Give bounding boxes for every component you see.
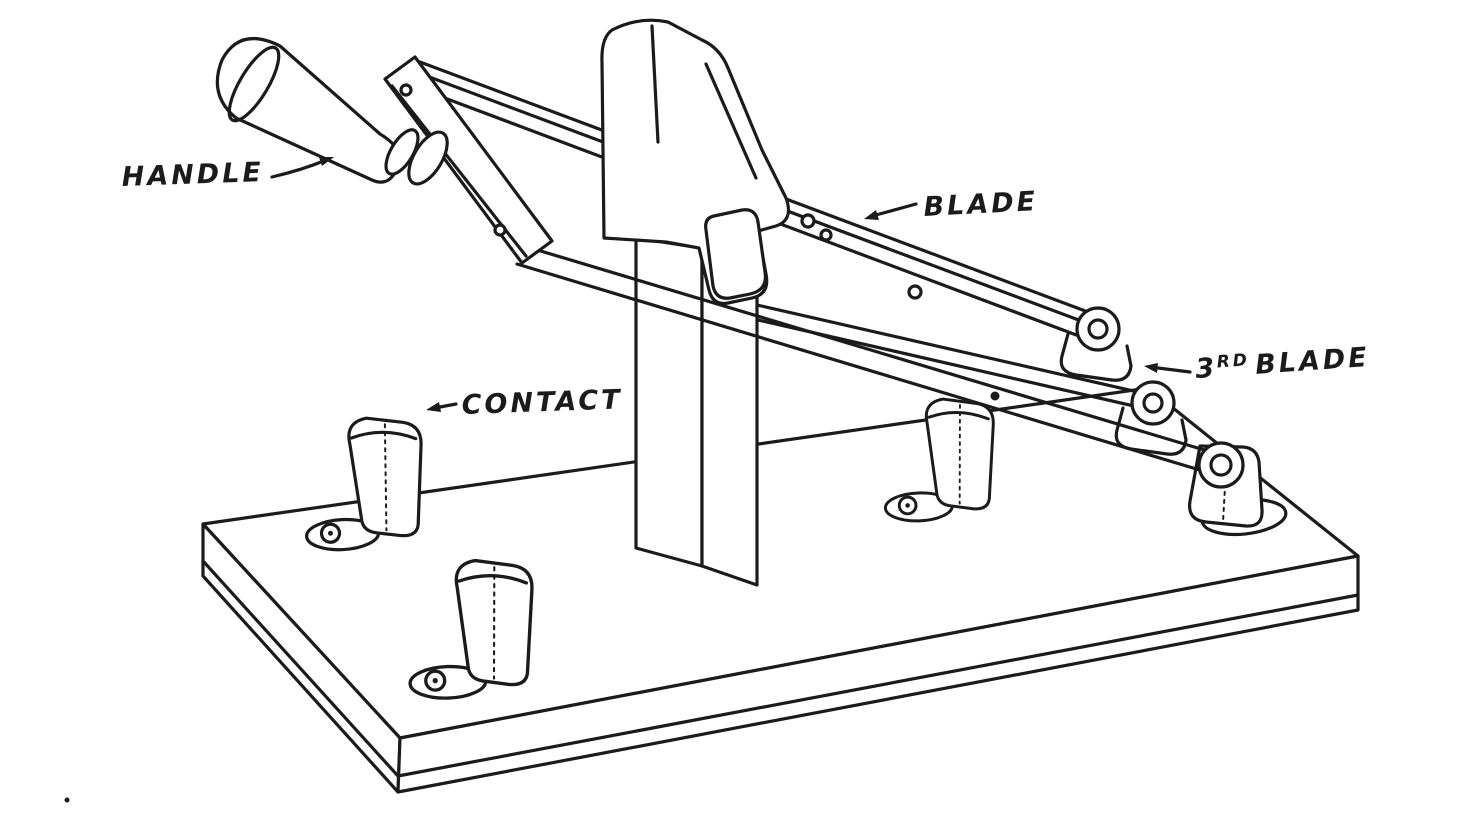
third-blade-label-number: 3 [1194, 353, 1218, 385]
hinge-middle-bracket [1114, 406, 1188, 456]
hinge-back-lug-hole [1087, 318, 1109, 340]
hinge-back-bracket [1059, 332, 1133, 382]
third-blade-bottom-edge [695, 304, 1149, 411]
hinge-front-lug-hole [1209, 453, 1233, 477]
latch-head [600, 18, 923, 306]
hinge-back-lug [1075, 306, 1121, 352]
stray-ink-dot [64, 797, 70, 803]
contact-arrow [426, 402, 458, 412]
crossbar-screw-bottom [493, 223, 507, 237]
third-blade [695, 290, 1153, 411]
latch-tongue [704, 208, 768, 300]
front-blade [515, 244, 1213, 473]
blade-label: BLADE [923, 186, 1039, 223]
blade-arrow [864, 202, 918, 220]
crossbar-screw-top [399, 83, 413, 97]
third-blade-label-word: BLADE [1254, 342, 1370, 381]
handle [215, 37, 449, 186]
latch-head-front-edge [650, 24, 660, 144]
hinge-middle-lug [1130, 380, 1176, 426]
crossbar [383, 55, 554, 265]
front-blade-rivet [990, 391, 1000, 401]
third-blade-arrow [1144, 363, 1192, 374]
handle-arrow [270, 157, 334, 179]
blade-rivet [907, 284, 923, 300]
contact-clip-back-left [299, 413, 429, 554]
crossbar-face [383, 55, 554, 265]
latch-rivet-upper [800, 213, 816, 229]
hinge-middle-lug-hole [1142, 392, 1164, 414]
hinge-front-lug [1197, 441, 1245, 489]
front-blade-upper-edge [522, 244, 1213, 454]
latch-head-facet-line [704, 62, 758, 180]
contact-label: CONTACT [461, 384, 623, 421]
base-bevel-line [201, 559, 1360, 778]
center-post [634, 236, 759, 587]
handle-collar-ring [407, 130, 449, 186]
handle-label: HANDLE [121, 157, 264, 193]
third-blade-top-edge [698, 290, 1153, 397]
post-front-face [634, 236, 704, 568]
handle-butt-end [227, 45, 281, 123]
front-blade-lower-edge [515, 262, 1205, 473]
base-front-side [396, 554, 1360, 794]
latch-rivet-lower [819, 228, 833, 242]
third-blade-label-ordinal: RD [1216, 350, 1251, 372]
